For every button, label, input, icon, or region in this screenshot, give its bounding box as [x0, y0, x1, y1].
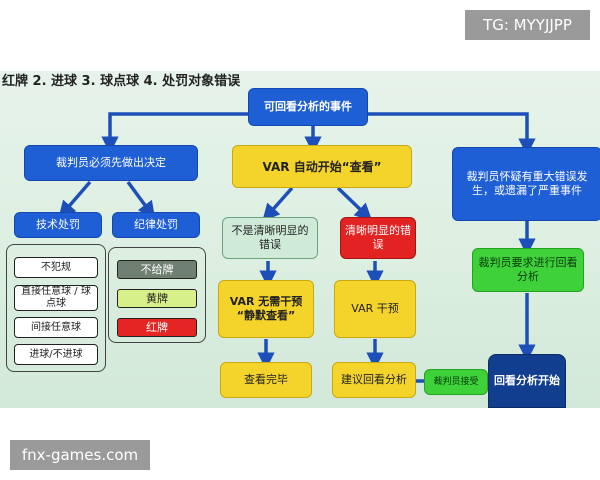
referee-request-review-node: 裁判员要求进行回看分析 — [472, 248, 584, 292]
check-done-node: 查看完毕 — [220, 362, 312, 398]
review-start-node: 回看分析开始 — [488, 354, 566, 408]
discipline-options-group — [108, 247, 206, 343]
discipline-yellow-card: 黄牌 — [117, 289, 197, 308]
arrow-root-right — [368, 112, 536, 156]
referee-accepts-node: 裁判员接受 — [424, 369, 488, 395]
technical-indirect-free-kick: 间接任意球 — [14, 317, 98, 338]
discipline-red-card: 红牌 — [117, 318, 197, 337]
flow-arrows — [58, 112, 536, 390]
not-clear-error-node: 不是清晰明显的错误 — [222, 217, 318, 259]
var-intervene-node: VAR 干预 — [334, 280, 416, 338]
var-auto-check-node: VAR 自动开始“查看” — [232, 145, 412, 188]
root-node: 可回看分析的事件 — [248, 88, 368, 126]
header-text: 红牌 2. 进球 3. 球点球 4. 处罚对象错误 — [2, 74, 241, 89]
recommend-review-node: 建议回看分析 — [332, 362, 416, 398]
flowchart-photo: 红牌 2. 进球 3. 球点球 4. 处罚对象错误 可回看分析的事件 — [0, 71, 600, 408]
arrow-left-discipline — [126, 180, 156, 220]
watermark-top-right: TG: MYYJJPP — [465, 10, 590, 40]
arrow-middle-clear — [336, 186, 373, 222]
watermark-bottom-left: fnx-games.com — [10, 440, 150, 470]
technical-goal-no-goal: 进球/不进球 — [14, 344, 98, 365]
technical-direct-free-kick: 直接任意球 / 球点球 — [14, 285, 98, 311]
clear-error-node: 清晰明显的错误 — [340, 217, 416, 259]
discipline-no-card: 不给牌 — [117, 260, 197, 279]
arrow-middle-unclear — [262, 186, 294, 222]
technical-no-foul: 不犯规 — [14, 257, 98, 278]
technical-penalty-node: 技术处罚 — [14, 212, 102, 238]
discipline-penalty-node: 纪律处罚 — [112, 212, 200, 238]
var-no-intervene-node: VAR 无需干预 “静默查看” — [218, 280, 314, 338]
technical-options-group — [6, 244, 106, 372]
arrow-left-technical — [58, 180, 92, 219]
referee-suspects-error-node: 裁判员怀疑有重大错误发生，或遗漏了严重事件 — [452, 147, 600, 221]
referee-decision-node: 裁判员必须先做出决定 — [24, 145, 198, 181]
arrow-root-left — [101, 112, 248, 154]
